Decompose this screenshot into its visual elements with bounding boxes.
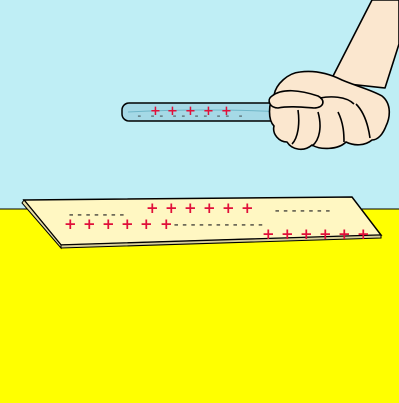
plate-row1-negative-right: ------- — [273, 203, 332, 219]
plate-row2-left-plus-3: + — [102, 215, 115, 233]
metal-plate: ------- + + + + + + ------- + + + + + + … — [22, 197, 381, 248]
plate-row2-right-plus-3: + — [300, 225, 313, 243]
rod-mark-5: - - — [224, 109, 244, 122]
plate-row2-left-plus-4: + — [121, 215, 134, 233]
plate-row2-left-plus-2: + — [83, 215, 96, 233]
plate-row2-negative-middle: ----------- — [172, 217, 265, 233]
plate-row1-plus-6: + — [241, 199, 254, 217]
rod-mark-1: - - — [136, 109, 156, 122]
plate-row2-right-plus-2: + — [281, 225, 294, 243]
rod-mark-4: - - — [202, 109, 222, 122]
plate-row2-right-plus-4: + — [319, 225, 332, 243]
plate-row1-plus-4: + — [203, 199, 216, 217]
plate-row2-left-plus-6: + — [160, 215, 173, 233]
plate-row2-left-plus-5: + — [140, 215, 153, 233]
plate-row1-plus-5: + — [222, 199, 235, 217]
plate-row2-left-plus-1: + — [64, 215, 77, 233]
rod-mark-2: - - — [158, 109, 178, 122]
plate-row1-plus-3: + — [184, 199, 197, 217]
plate-row2-right-plus-5: + — [338, 225, 351, 243]
rod-lower-marks: - - - - - - - - - - — [136, 109, 244, 122]
plate-row2-right-plus-1: + — [262, 225, 275, 243]
plate-row2-right-plus-6: + — [357, 225, 370, 243]
rod-mark-3: - - — [180, 109, 200, 122]
